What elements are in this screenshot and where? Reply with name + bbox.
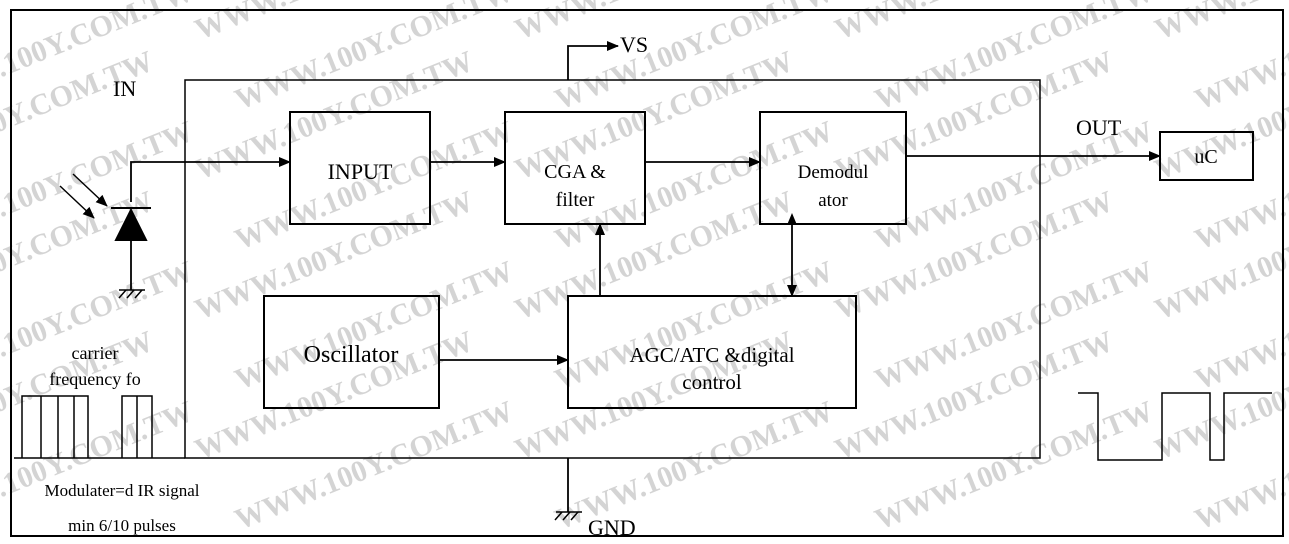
agc-label-line2: control bbox=[682, 370, 742, 394]
vs-pin-label: VS bbox=[620, 32, 648, 57]
demodulated-output-waveform bbox=[1078, 392, 1272, 461]
demod-label-line1: Demodul bbox=[798, 162, 869, 183]
in-pin-label: IN bbox=[113, 76, 136, 101]
agc-label-line1: AGC/ATC &digital bbox=[629, 343, 794, 367]
input-block bbox=[289, 111, 431, 225]
demodulator-block bbox=[759, 111, 907, 225]
vs-wire bbox=[567, 41, 619, 80]
light-arrows-icon bbox=[59, 173, 108, 219]
gnd-ground-icon bbox=[554, 511, 582, 521]
outer-frame bbox=[10, 9, 1284, 537]
watermark-text: WWW.100Y.COM.TW bbox=[1150, 0, 1289, 46]
input-label: INPUT bbox=[328, 159, 393, 184]
gnd-pin-label: GND bbox=[588, 515, 636, 539]
signal-connections bbox=[130, 41, 1161, 512]
cga-label-line1: CGA & bbox=[544, 161, 606, 183]
demod-label-line2: ator bbox=[818, 190, 848, 211]
cga-label-line2: filter bbox=[556, 189, 595, 211]
modulated-signal-label: Modulater=d IR signal bbox=[44, 481, 199, 500]
photodiode-symbol bbox=[111, 207, 151, 241]
carrier-label-line1: carrier bbox=[72, 343, 119, 363]
out-pin-label: OUT bbox=[1076, 115, 1122, 140]
carrier-label-line2: frequency fo bbox=[49, 369, 140, 389]
cga-filter-block bbox=[504, 111, 646, 225]
modulated-ir-pulse-waveform bbox=[14, 395, 185, 459]
pulses-label: min 6/10 pulses bbox=[68, 516, 176, 535]
in-to-input-wire bbox=[130, 157, 291, 202]
receiver-ic-box bbox=[184, 79, 1041, 459]
photodiode-ground-icon bbox=[118, 289, 145, 299]
oscillator-block bbox=[263, 295, 440, 409]
agc-atc-block bbox=[567, 295, 857, 409]
uc-label: uC bbox=[1194, 146, 1217, 168]
oscillator-label: Oscillator bbox=[304, 342, 399, 368]
